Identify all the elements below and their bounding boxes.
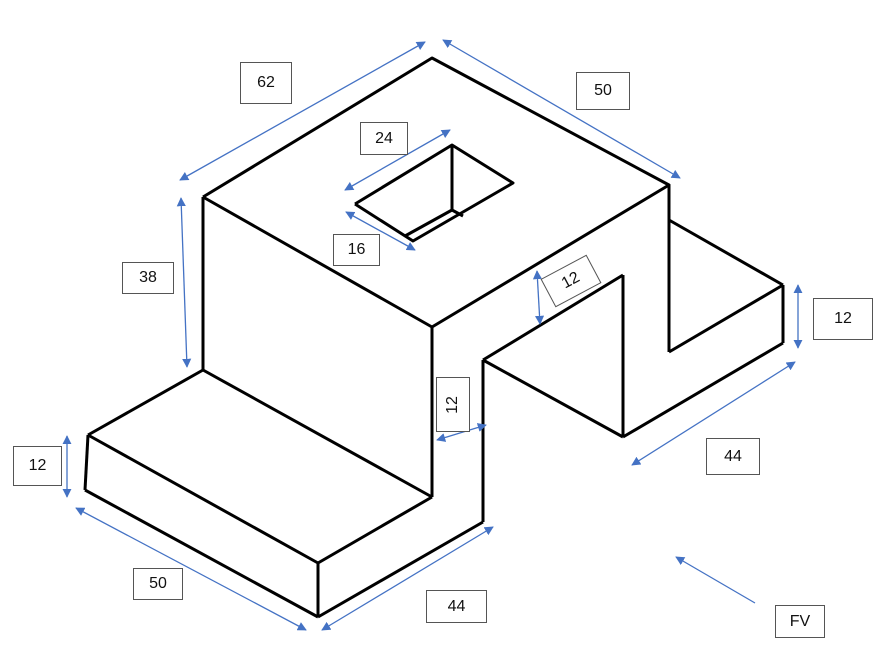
dim-label-12-right: 12 (813, 298, 873, 340)
dim-label-24: 24 (360, 122, 408, 155)
dim-arrow-50-top (442, 39, 681, 179)
dim-label-16: 16 (333, 234, 380, 266)
dim-arrow-50-bottom (75, 507, 307, 631)
dim-label-44-right: 44 (706, 438, 760, 475)
dim-label-44-bottom: 44 (426, 590, 487, 623)
dim-arrow-12-slot (532, 270, 545, 325)
front-view-label: FV (775, 605, 825, 638)
dim-arrow-16 (345, 211, 416, 251)
dim-arrow-12-gap (436, 423, 487, 442)
dim-arrow-44-right (631, 361, 796, 466)
dim-label-62: 62 (240, 62, 292, 104)
dim-arrow-24 (344, 129, 451, 191)
dim-arrow-44-bottom (321, 526, 494, 631)
dim-label-12-left: 12 (13, 446, 62, 486)
dim-arrow-62 (179, 41, 426, 181)
object-outline (83, 56, 785, 619)
dimension-arrows (62, 39, 803, 631)
dim-label-50-bottom: 50 (133, 568, 183, 600)
dim-label-12-gap: 12 (436, 377, 470, 432)
dim-label-50-top: 50 (576, 72, 630, 110)
dim-label-38: 38 (122, 262, 174, 294)
dim-arrow-38 (176, 197, 192, 368)
front-view-arrow (675, 556, 756, 604)
